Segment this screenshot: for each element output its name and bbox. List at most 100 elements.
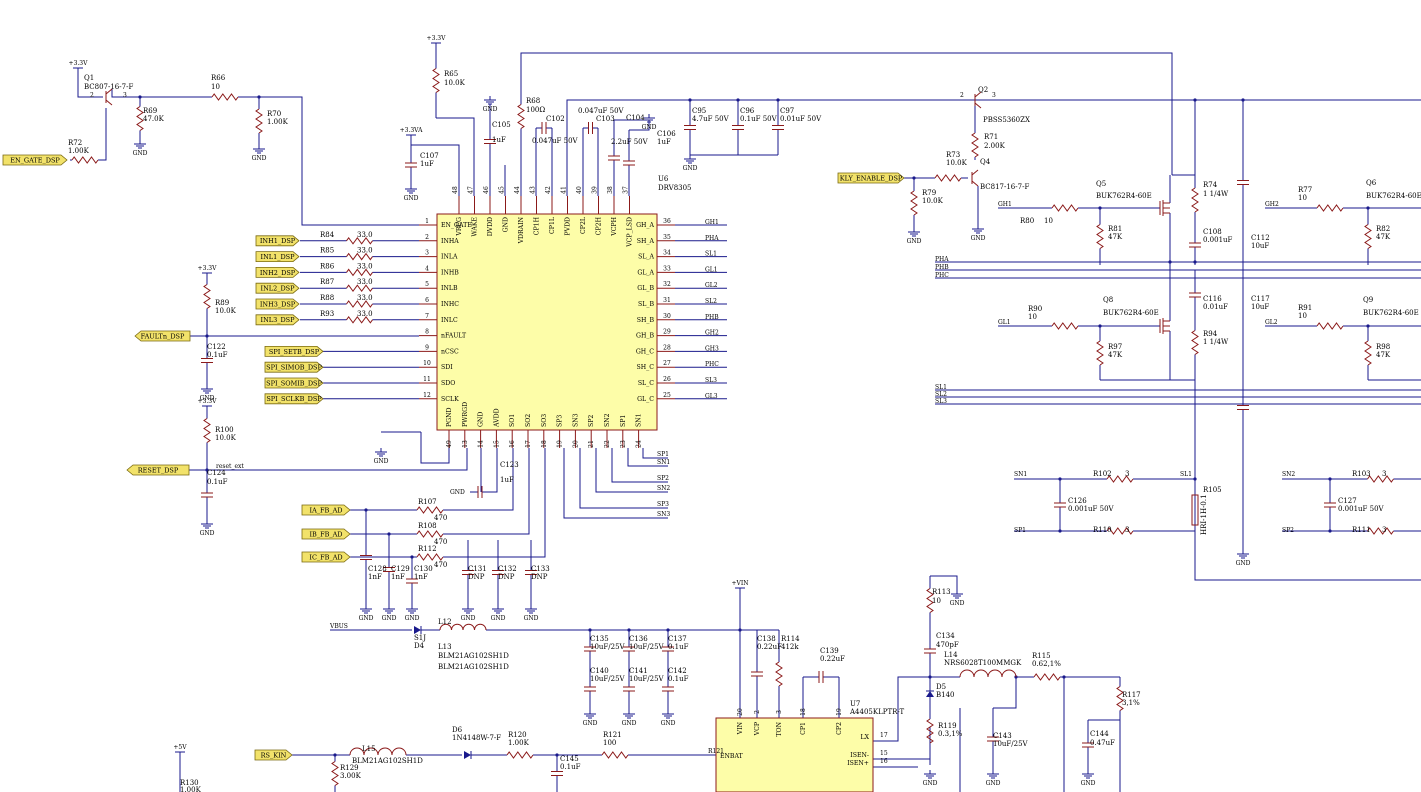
- wire-sp3: [579, 448, 668, 509]
- ground-label: GND: [450, 489, 465, 496]
- r115-val: 0.62,1%: [1032, 660, 1061, 668]
- labels: U6DRV83051EN_GATE2INHA3INLA4INHB5INLB6IN…: [10, 35, 1421, 792]
- c117-val: 10uF: [1251, 303, 1269, 311]
- net-label: PHC: [705, 361, 719, 368]
- ground-label: GND: [907, 238, 922, 245]
- c135-val: 10uF/25V: [590, 643, 626, 651]
- r112-ref: R112: [418, 545, 437, 553]
- d4-val: S1J: [414, 634, 426, 642]
- ground-label: GND: [491, 615, 506, 622]
- ground-label: GND: [374, 458, 389, 465]
- resistor-r70: [255, 108, 263, 134]
- ic-pin-name: CP1: [800, 722, 807, 735]
- ic-pin-name: GH_C: [636, 348, 654, 355]
- q5-val: BUK762R4-60E: [1096, 192, 1152, 200]
- junction-dot: [1193, 477, 1197, 481]
- c97-val: 0.01uF 50V: [780, 115, 822, 123]
- net-label: GL2: [1265, 319, 1278, 326]
- resistor-r100: [203, 418, 211, 443]
- power-rail-label: +3.3V: [198, 398, 218, 405]
- r79-val: 10.0K: [922, 197, 944, 205]
- resistor-r79: [910, 190, 918, 216]
- net-port: [264, 393, 324, 405]
- c137-val: 0.1uF: [668, 643, 689, 651]
- wire-q1-base: [100, 108, 107, 161]
- wire-sp2: [611, 448, 668, 483]
- wire: [993, 677, 1017, 709]
- r85-val: 33.0: [357, 247, 373, 255]
- c95-ref: C95: [692, 107, 706, 115]
- net-label: SN3: [657, 511, 670, 518]
- d4-ref: D4: [414, 642, 425, 650]
- ic-pin-name: WAKE: [472, 217, 479, 237]
- net-label: GH2: [1265, 201, 1279, 208]
- c124-val: 0.1uF: [207, 478, 228, 486]
- ic-pin-name: CP2H: [596, 216, 603, 235]
- c133-val: DNP: [531, 573, 548, 581]
- r117-ref: R117: [1122, 691, 1141, 699]
- r77-val: 10: [1298, 194, 1307, 202]
- net-port-label: RESET_DSP: [138, 466, 179, 474]
- ic-u7-body: [715, 717, 874, 792]
- ic-pin-name: SH_A: [637, 238, 655, 245]
- transistor-q4: [971, 169, 979, 176]
- l15-ref: L15: [362, 745, 376, 753]
- ic-pin-name: VCPH: [611, 216, 618, 236]
- resistor-r102: [1106, 475, 1134, 483]
- ground-label: GND: [483, 106, 498, 113]
- ic-pin-number: 38: [607, 186, 614, 194]
- wire-en-gate: [250, 96, 419, 226]
- r113-val: 10: [932, 597, 941, 605]
- q9-val: BUK762R4-60E: [1363, 309, 1419, 317]
- r120-val: 1.00K: [508, 739, 530, 747]
- power-rail-label: +VIN: [732, 580, 749, 587]
- net-port: [255, 282, 300, 294]
- resistor-r88: [346, 300, 373, 308]
- transistor-q2: [974, 91, 982, 98]
- resistor-r111: [1367, 527, 1394, 535]
- resistor-r68: [517, 104, 525, 129]
- resistor-r65: [432, 68, 440, 93]
- net-port-label: RS_KIN: [261, 751, 287, 759]
- resistor-r85: [346, 252, 373, 261]
- wire-pvdd: [566, 99, 1421, 196]
- net-label: PHC: [935, 272, 949, 279]
- ic-pin-number: 3: [425, 250, 429, 257]
- resistor-r82: [1364, 224, 1372, 249]
- r86-val: 33.0: [357, 262, 373, 270]
- net-label: SN1: [1014, 471, 1027, 478]
- resistor-r129: [331, 761, 339, 786]
- net-label: VBUS: [329, 623, 348, 630]
- wire-pgnd: [420, 432, 450, 464]
- r93-ref: R93: [320, 310, 334, 318]
- q4-val: BC817-16-7-F: [980, 183, 1029, 191]
- net-port-label: INH2_DSP: [260, 269, 296, 277]
- ic-pin-name: GH_A: [636, 222, 654, 229]
- c123-val: 1uF: [500, 476, 514, 484]
- ic-pin-number: 24: [636, 440, 643, 448]
- ic-pin-name: AVDD: [493, 408, 500, 428]
- ground-label: GND: [252, 155, 267, 162]
- wire-sn1: [627, 448, 668, 467]
- ic-pin-number: 31: [663, 297, 671, 304]
- ic-pin-number: 44: [514, 186, 521, 194]
- ground-label: GND: [133, 150, 148, 157]
- r79-ref: R79: [922, 189, 936, 197]
- ground-label: GND: [200, 530, 215, 537]
- c105-ref: C105: [492, 121, 511, 129]
- ground-label: GND: [642, 124, 657, 131]
- c132-ref: C132: [498, 565, 517, 573]
- r97-ref: R97: [1108, 343, 1122, 351]
- resistor-r66: [211, 93, 239, 101]
- ic-pin-name: PVDD: [565, 217, 572, 236]
- c137-ref: C137: [668, 635, 687, 643]
- r129-ref: R129: [340, 764, 359, 772]
- c135-ref: C135: [590, 635, 609, 643]
- c145-val: 0.1uF: [560, 763, 581, 771]
- junction-dot: [1241, 98, 1245, 102]
- resistor-r120: [506, 751, 534, 759]
- ic-pin-number: 12: [423, 392, 431, 399]
- c127-ref: C127: [1338, 497, 1357, 505]
- net-label: PHB: [935, 264, 949, 271]
- r69-ref: R69: [143, 107, 157, 115]
